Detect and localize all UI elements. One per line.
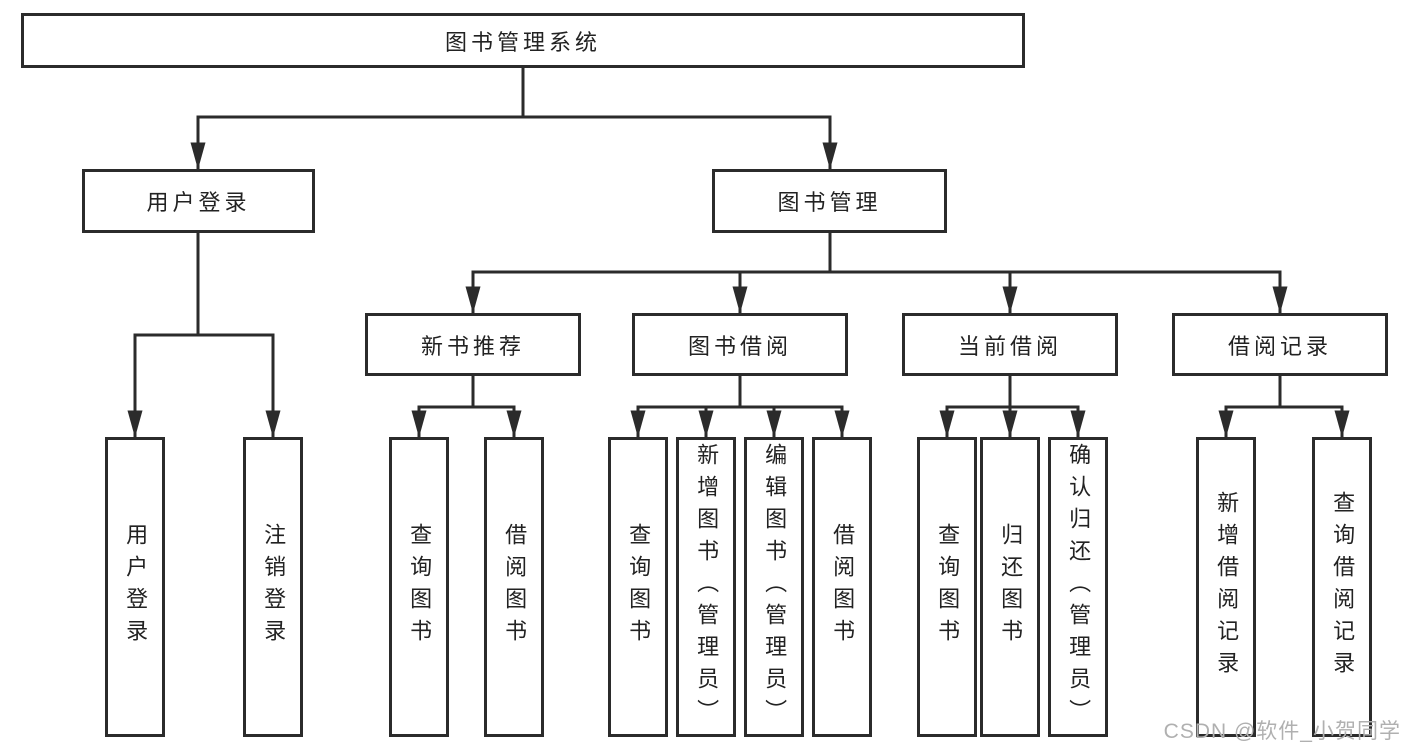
node-label: 当前借阅 bbox=[957, 333, 1062, 359]
leaf-label: 注销登录 bbox=[261, 523, 287, 651]
leaf-query-books: 查询图书 bbox=[608, 437, 668, 737]
node-label: 图书管理系统 bbox=[444, 29, 601, 55]
leaf-borrow-books: 借阅图书 bbox=[812, 437, 872, 737]
leaf-label: 归还图书 bbox=[998, 523, 1024, 651]
node-label: 图书借阅 bbox=[687, 333, 792, 359]
leaf-label: 确认归还（管理员） bbox=[1066, 443, 1092, 731]
leaf-query-borrow-record: 查询借阅记录 bbox=[1312, 437, 1372, 737]
node-book-borrowing: 图书借阅 bbox=[632, 313, 848, 376]
leaf-logout: 注销登录 bbox=[243, 437, 303, 737]
leaf-confirm-return-admin: 确认归还（管理员） bbox=[1048, 437, 1108, 737]
leaf-borrow-books: 借阅图书 bbox=[484, 437, 544, 737]
leaf-query-books: 查询图书 bbox=[917, 437, 977, 737]
csdn-watermark: CSDN @软件_小贺同学 bbox=[1163, 720, 1401, 743]
node-label: 借阅记录 bbox=[1227, 333, 1332, 359]
node-label: 新书推荐 bbox=[420, 333, 525, 359]
leaf-label: 借阅图书 bbox=[502, 523, 528, 651]
leaf-label: 新增借阅记录 bbox=[1214, 491, 1240, 683]
leaf-label: 借阅图书 bbox=[830, 523, 856, 651]
leaf-label: 查询借阅记录 bbox=[1330, 491, 1356, 683]
leaf-label: 查询图书 bbox=[626, 523, 652, 651]
leaf-return-book: 归还图书 bbox=[980, 437, 1040, 737]
leaf-label: 编辑图书（管理员） bbox=[762, 443, 788, 731]
node-label: 用户登录 bbox=[146, 190, 251, 215]
node-user-login: 用户登录 bbox=[82, 169, 315, 233]
leaf-label: 查询图书 bbox=[407, 523, 433, 651]
node-current-borrowing: 当前借阅 bbox=[902, 313, 1118, 376]
node-library-management-system: 图书管理系统 bbox=[21, 13, 1025, 68]
leaf-add-borrow-record: 新增借阅记录 bbox=[1196, 437, 1256, 737]
node-book-management: 图书管理 bbox=[712, 169, 947, 233]
leaf-add-book-admin: 新增图书（管理员） bbox=[676, 437, 736, 737]
leaf-query-books: 查询图书 bbox=[389, 437, 449, 737]
node-label: 图书管理 bbox=[777, 190, 882, 215]
node-borrowing-records: 借阅记录 bbox=[1172, 313, 1388, 376]
leaf-label: 查询图书 bbox=[935, 523, 961, 651]
leaf-user-login: 用户登录 bbox=[105, 437, 165, 737]
leaf-edit-book-admin: 编辑图书（管理员） bbox=[744, 437, 804, 737]
node-new-book-recommendation: 新书推荐 bbox=[365, 313, 581, 376]
leaf-label: 新增图书（管理员） bbox=[694, 443, 720, 731]
leaf-label: 用户登录 bbox=[123, 523, 149, 651]
